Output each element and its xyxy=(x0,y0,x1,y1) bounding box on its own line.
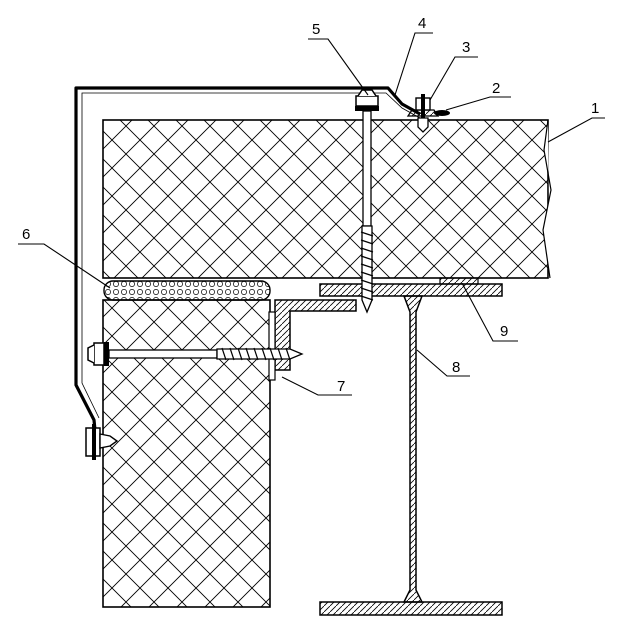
vertical-screw xyxy=(355,89,379,314)
sealing-tape xyxy=(103,280,271,301)
wall-sandwich-panel xyxy=(102,299,271,608)
i-beam xyxy=(319,283,503,616)
horizontal-screw xyxy=(87,342,304,366)
callout-6: 6 xyxy=(22,226,30,243)
callout-5: 5 xyxy=(312,21,320,38)
callout-1: 1 xyxy=(591,100,599,117)
flashing-rivet-top xyxy=(406,94,450,133)
roof-sandwich-panel xyxy=(102,119,552,279)
callout-8: 8 xyxy=(452,359,460,376)
beam-pad xyxy=(439,277,479,285)
callout-7: 7 xyxy=(337,378,345,395)
callout-2: 2 xyxy=(492,80,500,97)
callout-4: 4 xyxy=(418,15,426,32)
callout-9: 9 xyxy=(500,323,508,340)
flashing-rivet-lower xyxy=(85,424,119,460)
callout-labels: 1 2 3 4 5 6 7 8 9 xyxy=(22,15,599,395)
corner-flashing xyxy=(74,86,421,441)
callout-leaders xyxy=(18,32,605,396)
callout-3: 3 xyxy=(462,39,470,56)
angle-bracket xyxy=(268,299,357,381)
